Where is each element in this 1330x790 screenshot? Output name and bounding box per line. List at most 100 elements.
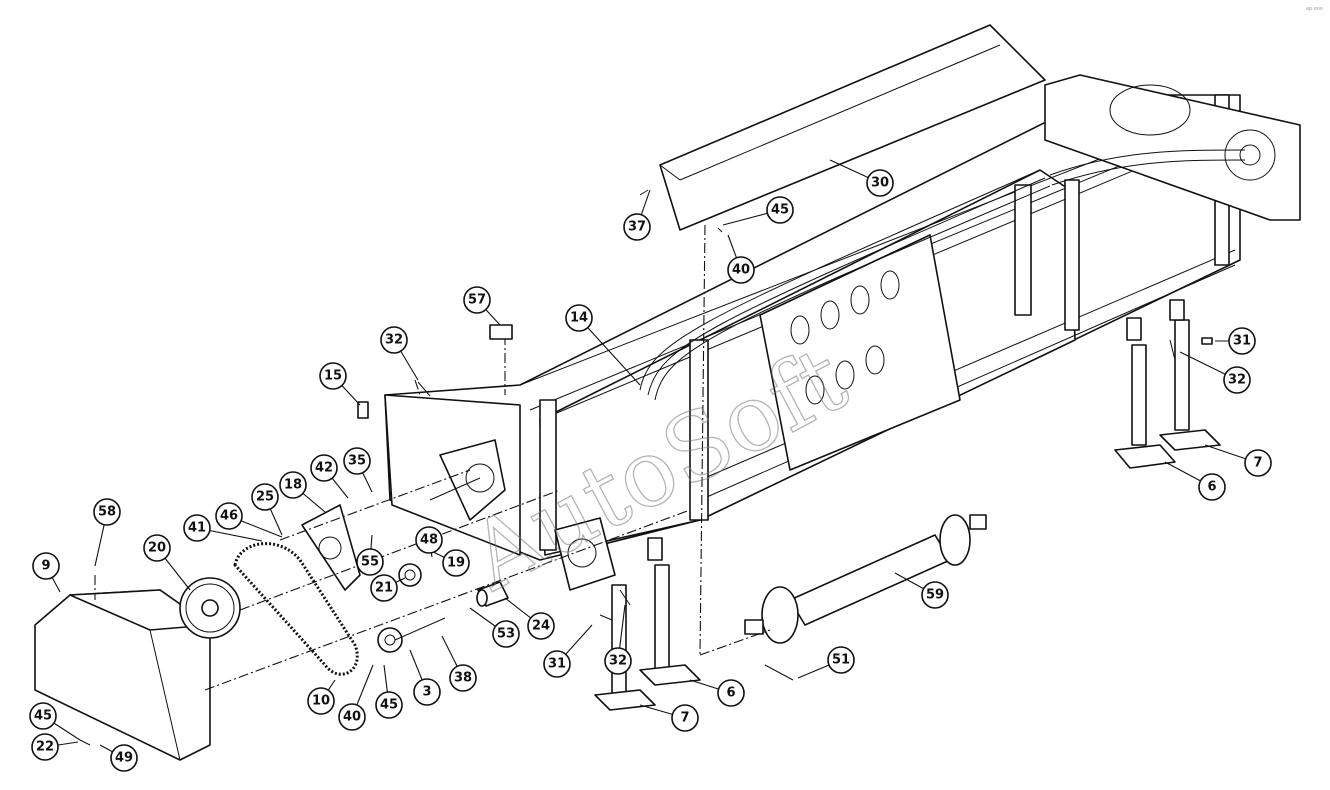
callout-label: 7 (680, 711, 689, 726)
callout-circle (717, 679, 745, 707)
callout-label: 55 (361, 555, 379, 570)
callout-circle (527, 612, 555, 640)
stand-front-b (639, 537, 701, 686)
callout-46: 46 (215, 502, 283, 538)
callout-leader (578, 317, 641, 386)
callout-6: 6 (1164, 461, 1226, 501)
callout-label: 38 (454, 671, 472, 686)
callout-circle (215, 502, 243, 530)
callout-label: 10 (312, 694, 330, 709)
top-shield (659, 24, 1046, 231)
callout-label: 59 (926, 588, 944, 603)
callout-circle (279, 471, 307, 499)
callout-label: 19 (447, 556, 465, 571)
callout-38: 38 (441, 635, 477, 692)
callout-53: 53 (469, 607, 520, 648)
stand-rear-a (1114, 317, 1176, 469)
callout-circle (93, 498, 121, 526)
callout-circle (463, 286, 491, 314)
callout-21: 21 (370, 574, 406, 602)
callout-label: 32 (609, 654, 627, 669)
callout-label: 42 (315, 461, 333, 476)
callout-24: 24 (504, 597, 555, 640)
corner-mark: ap ooo (1306, 6, 1323, 12)
callout-circle (623, 213, 651, 241)
callout-label: 24 (532, 619, 550, 634)
callout-32: 32 (380, 326, 419, 381)
callout-label: 21 (375, 581, 393, 596)
callout-31: 31 (1215, 327, 1256, 355)
callout-circle (671, 704, 699, 732)
callout-circle (110, 744, 138, 772)
callout-14: 14 (565, 304, 641, 386)
callout-32: 32 (604, 604, 632, 675)
callout-7: 7 (1204, 444, 1272, 477)
callout-circle (1198, 473, 1226, 501)
callout-45: 45 (375, 664, 403, 719)
callout-circle (492, 620, 520, 648)
callout-circle (413, 678, 441, 706)
callout-10: 10 (307, 679, 336, 715)
callout-label: 14 (570, 311, 588, 326)
callout-55: 55 (356, 534, 384, 576)
callout-circle (449, 664, 477, 692)
callout-45: 45 (722, 196, 794, 226)
callout-40: 40 (727, 234, 755, 284)
hardware (79, 189, 1213, 746)
callout-41: 41 (183, 514, 263, 542)
callout-22: 22 (31, 733, 79, 761)
callout-label: 25 (256, 490, 274, 505)
callout-label: 45 (771, 203, 789, 218)
callout-20: 20 (143, 534, 191, 591)
callout-label: 20 (148, 541, 166, 556)
callout-circle (29, 702, 57, 730)
callout-label: 53 (497, 627, 515, 642)
callout-circle (442, 549, 470, 577)
callout-circle (727, 256, 755, 284)
callout-40: 40 (338, 664, 374, 731)
callout-circle (543, 650, 571, 678)
callout-circle (370, 574, 398, 602)
callout-circle (31, 733, 59, 761)
callout-label: 45 (380, 698, 398, 713)
callout-group: 3667791014151819202122242530313132323235… (29, 159, 1272, 772)
callout-15: 15 (319, 362, 361, 406)
callout-circle (356, 548, 384, 576)
small-sprocket (398, 563, 422, 587)
callout-45: 45 (29, 702, 81, 741)
stand-rear-b (1159, 299, 1221, 451)
callout-circle (827, 646, 855, 674)
main-frame (384, 74, 1301, 591)
callout-37: 37 (623, 189, 651, 241)
callout-32: 32 (1179, 351, 1251, 394)
callout-7: 7 (639, 704, 699, 732)
callout-circle (565, 304, 593, 332)
callout-label: 6 (1207, 480, 1216, 495)
drive-chain (233, 542, 359, 676)
callout-label: 9 (41, 559, 50, 574)
callout-circle (604, 647, 632, 675)
callout-circle (183, 514, 211, 542)
drive-cover (34, 589, 211, 761)
callout-circle (766, 196, 794, 224)
callout-51: 51 (797, 646, 855, 679)
callout-label: 48 (420, 533, 438, 548)
stand-front-a (594, 584, 656, 711)
callout-label: 37 (628, 220, 646, 235)
callout-label: 18 (284, 478, 302, 493)
callout-label: 32 (385, 333, 403, 348)
callout-circle (319, 362, 347, 390)
callout-48: 48 (415, 526, 443, 558)
large-sprocket (179, 577, 241, 639)
spacer-tube (476, 581, 509, 607)
callout-circle (380, 326, 408, 354)
callout-circle (866, 169, 894, 197)
callout-label: 58 (98, 505, 116, 520)
callout-label: 45 (34, 709, 52, 724)
callout-label: 3 (422, 685, 431, 700)
callout-circle (375, 691, 403, 719)
callout-circle (143, 534, 171, 562)
callout-label: 46 (220, 509, 238, 524)
callout-label: 57 (468, 293, 486, 308)
